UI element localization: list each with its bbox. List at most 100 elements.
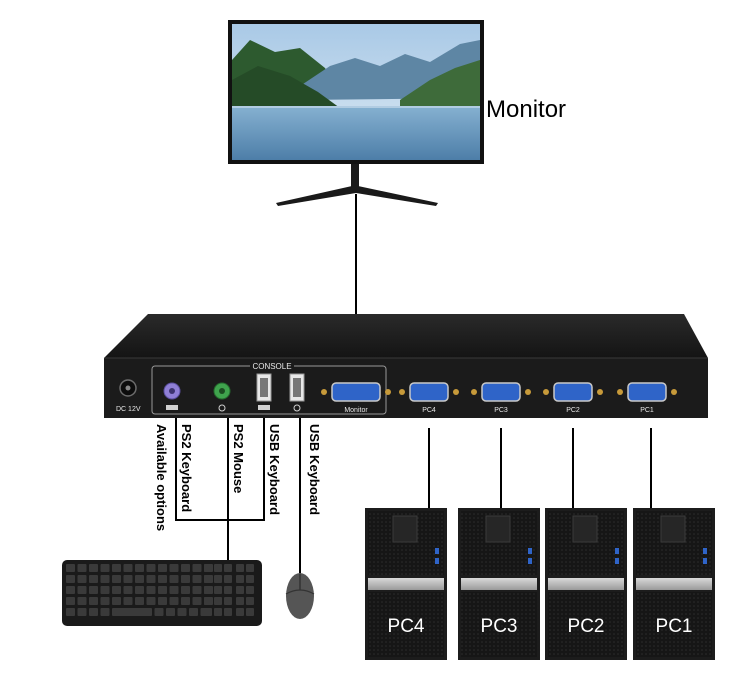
keyboard-key [112,564,121,572]
keyboard-key [214,608,222,616]
keyboard-key [169,564,179,572]
vga-port-monitor[interactable]: Monitor [321,382,391,414]
monitor-label: Monitor [486,96,566,123]
available-options-label: Available options [154,424,169,531]
pc-label-pc4: PC4 [388,616,425,637]
pc-drive-bay [660,515,686,543]
pc-usb-port [528,558,532,564]
pc-tower-pc3: PC3 [458,508,540,660]
pc-tower-pc1: PC1 [633,508,715,660]
keyboard-key [181,564,190,572]
keyboard-key [100,608,110,616]
console-cables [175,418,301,575]
monitor-neck [351,164,359,188]
keyboard-key [189,608,198,616]
keyboard-key [224,564,232,572]
keyboard-key [123,564,133,572]
keyboard-key [204,575,212,583]
keyboard-key [123,586,133,594]
keyboard-key [112,608,152,616]
keyboard-key [214,597,222,605]
usb-keyboard-port[interactable] [256,373,272,410]
keyboard-key [100,575,110,583]
keyboard-key [246,597,254,605]
keyboard-key [66,586,75,594]
vga-port-pc4[interactable]: PC4 [399,382,459,414]
vga-port-pc4-label: PC4 [422,407,436,414]
keyboard-key [66,564,75,572]
pc-silver-band [461,578,537,590]
keyboard-key [236,597,244,605]
pc-tower-pc2: PC2 [545,508,627,660]
ps2-keyboard-label: PS2 Keyboard [179,424,194,512]
pc-tower-pc4: PC4 [365,508,447,660]
keyboard-key [246,586,254,594]
keyboard-key [77,597,87,605]
pc-tower-mesh [368,592,444,657]
keyboard [62,560,262,626]
pc-label-pc3: PC3 [481,616,518,637]
vga-port-pc3-label: PC3 [494,407,508,414]
vga-port-pc1[interactable]: PC1 [617,382,677,414]
keyboard-key [89,575,98,583]
keyboard-key [169,575,179,583]
keyboard-keys [66,564,254,616]
keyboard-key [214,586,222,594]
keyboard-key [146,564,156,572]
pc-drive-bay [485,515,511,543]
dc-power-label: DC 12V [116,406,141,413]
keyboard-key [204,564,212,572]
keyboard-key [158,586,167,594]
keyboard-key [146,586,156,594]
vga-port-pc3[interactable]: PC3 [471,382,531,414]
ps2-mouse-port[interactable] [213,382,231,412]
keyboard-key [100,586,110,594]
keyboard-key [158,597,167,605]
keyboard-key [192,564,202,572]
keyboard-key [192,597,202,605]
keyboard-key [166,608,175,616]
keyboard-key [77,586,87,594]
keyboard-key [177,608,187,616]
pc-tower-mesh [461,592,537,657]
kvm-switch: CONSOLE DC 12V CONSOLE [104,314,708,418]
keyboard-key [169,586,179,594]
keyboard-key [204,608,212,616]
pc-usb-port [703,548,707,554]
keyboard-key [169,597,179,605]
keyboard-key [89,586,98,594]
keyboard-key [77,564,87,572]
usb-mouse-port[interactable] [289,373,305,412]
pc-drive-bay [392,515,418,543]
keyboard-key [77,608,87,616]
keyboard-key [123,597,133,605]
keyboard-key [224,608,232,616]
pc-silver-band [368,578,444,590]
usb-keyboard-label: USB Keyboard [267,424,282,515]
ps2-keyboard-port[interactable] [163,382,181,410]
keyboard-key [112,575,121,583]
dc-power-jack[interactable]: CONSOLE DC 12V [116,379,141,413]
keyboard-key [214,564,222,572]
keyboard-key [246,564,254,572]
keyboard-key [100,597,110,605]
keyboard-key [77,575,87,583]
pc-usb-port [615,558,619,564]
pc-tower-mesh [636,592,712,657]
kvm-front-panel [104,358,708,418]
usb-mouse-port-label: USB Keyboard [307,424,322,515]
vga-port-monitor-label: Monitor [344,407,368,414]
keyboard-key [236,586,244,594]
pc-label-pc1: PC1 [656,616,693,637]
pc-cables [428,428,652,508]
keyboard-key [89,564,98,572]
keyboard-key [192,575,202,583]
pc-silver-band [636,578,712,590]
keyboard-key [236,575,244,583]
keyboard-key [112,597,121,605]
vga-port-pc2[interactable]: PC2 [543,382,603,414]
pc-label-pc2: PC2 [568,616,605,637]
keyboard-key [89,608,98,616]
keyboard-key [123,575,133,583]
